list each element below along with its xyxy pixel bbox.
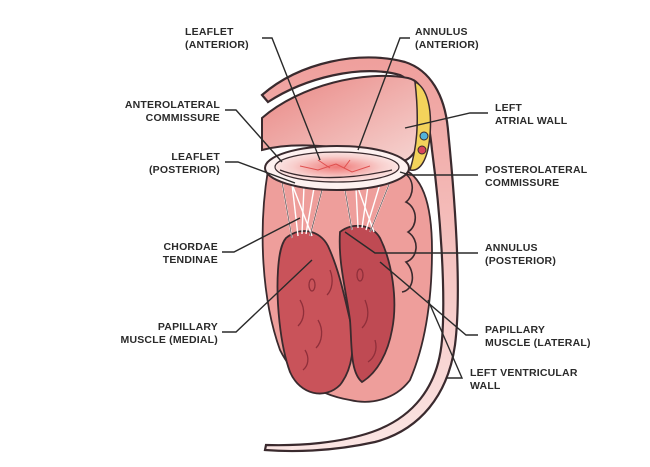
label-posterolateral-commissure: POSTEROLATERAL COMMISSURE (485, 164, 588, 189)
coronary-artery-red (417, 145, 427, 155)
leader-lines (222, 37, 488, 379)
label-annulus-posterior: ANNULUS (POSTERIOR) (485, 242, 557, 267)
coronary-vein-blue (419, 131, 429, 141)
label-annulus-anterior: ANNULUS (ANTERIOR) (415, 26, 479, 51)
lateral-trabeculae (401, 171, 417, 293)
label-anterolateral-commissure: ANTEROLATERAL COMMISSURE (124, 99, 220, 124)
label-chordae-tendinae: CHORDAE TENDINAE (162, 241, 218, 266)
chordae-outline (281, 181, 391, 239)
label-papillary-muscle-medial: PAPILLARY MUSCLE (MEDIAL) (120, 321, 218, 346)
label-papillary-muscle-lateral: PAPILLARY MUSCLE (LATERAL) (485, 324, 591, 349)
leaflet-vessels (299, 159, 371, 173)
label-leaflet-anterior: LEAFLET (ANTERIOR) (185, 26, 249, 51)
label-left-atrial-wall: LEFT ATRIAL WALL (495, 102, 568, 127)
label-leaflet-posterior: LEAFLET (POSTERIOR) (148, 151, 220, 176)
coaptation-line (279, 169, 393, 179)
papillary-muscle-medial (276, 230, 354, 395)
label-left-ventricular-wall: LEFT VENTRICULAR WALL (470, 367, 578, 392)
muscle-texture (297, 268, 377, 371)
